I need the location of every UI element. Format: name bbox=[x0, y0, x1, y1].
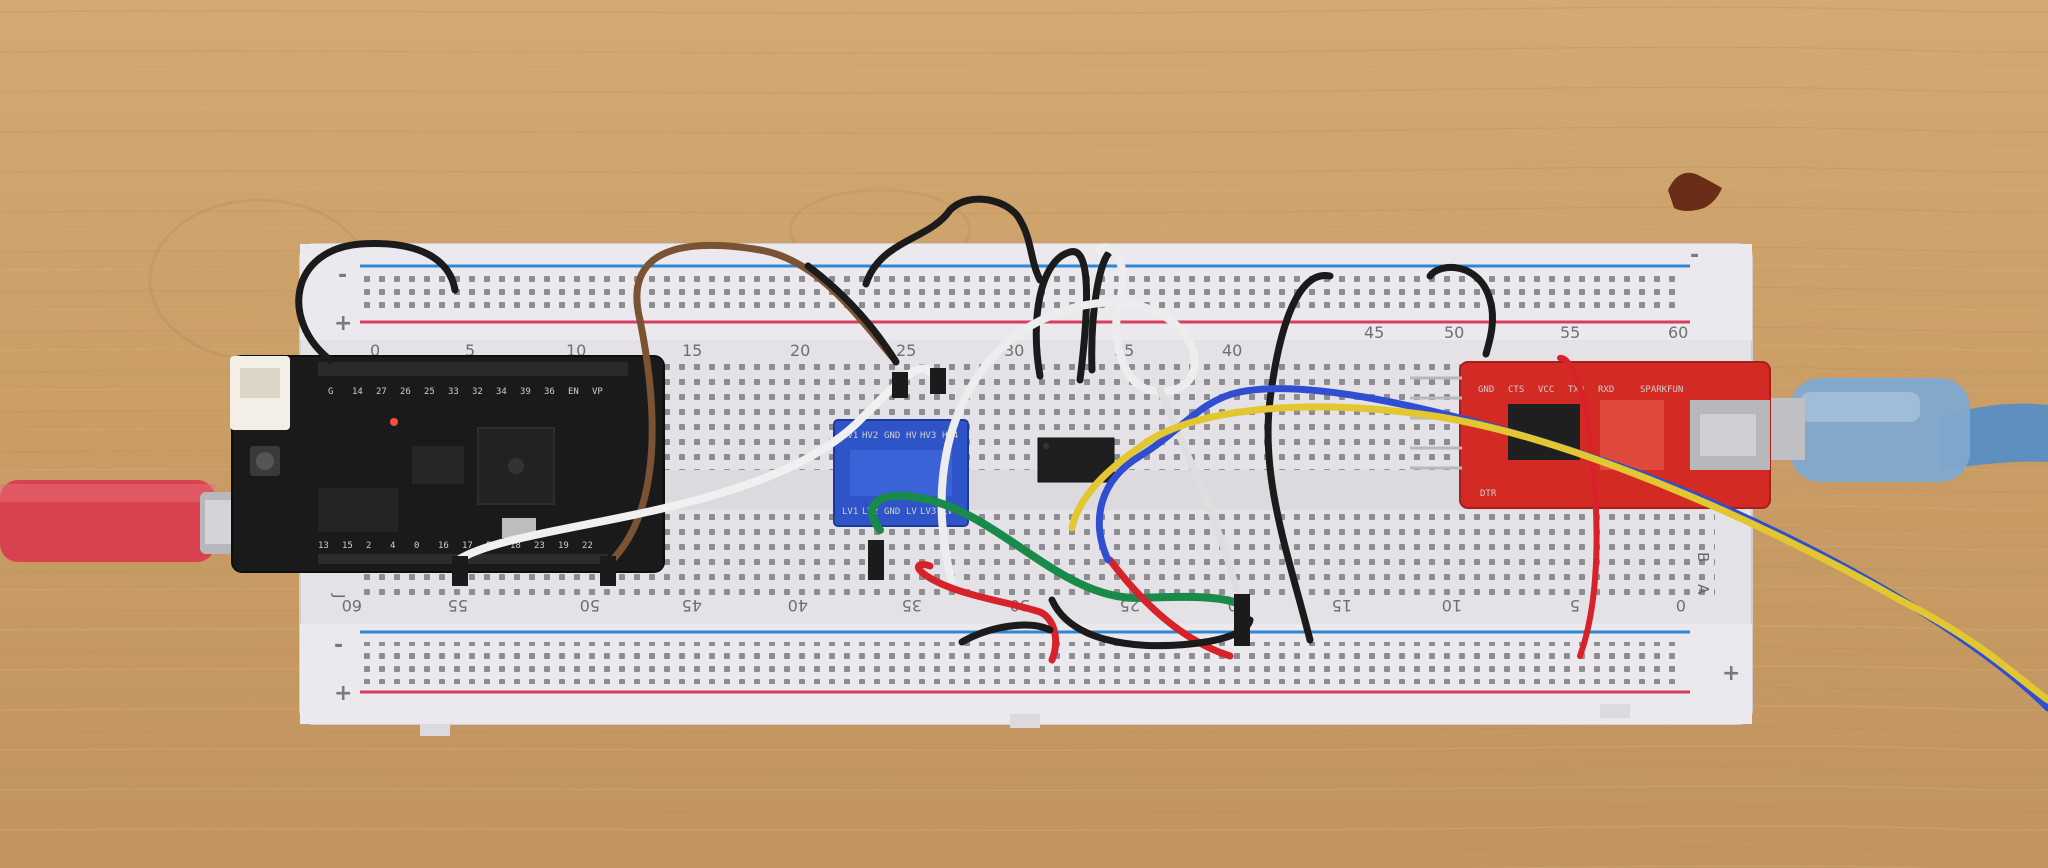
col-num-bottom: 55 bbox=[448, 596, 468, 615]
pin-label: 34 bbox=[496, 387, 507, 397]
ls-label-top: HV1 bbox=[842, 431, 858, 441]
rail-minus-sign-right: - bbox=[1690, 243, 1699, 268]
pin-label: 16 bbox=[438, 541, 449, 551]
rail-minus-sign-bottom: - bbox=[334, 633, 343, 658]
col-num-top: 20 bbox=[790, 341, 810, 360]
ftdi-label: TXD bbox=[1568, 385, 1584, 395]
wire-white bbox=[1156, 386, 1244, 608]
ftdi-label: DTR bbox=[1480, 489, 1497, 499]
row-letter: A bbox=[1694, 584, 1712, 595]
wire-black bbox=[862, 195, 1044, 288]
ls-label-top: GND bbox=[884, 431, 900, 441]
col-num-bottom: 45 bbox=[682, 596, 702, 615]
pin-label: 14 bbox=[352, 387, 363, 397]
pin-label: 27 bbox=[376, 387, 387, 397]
column-numbers-bottom: 60 55 50 45 40 35 30 25 20 15 10 5 0 bbox=[342, 596, 1686, 615]
ls-label-bottom: LV1 bbox=[842, 507, 858, 517]
wire-black bbox=[804, 262, 900, 366]
col-num-top: 45 bbox=[1364, 323, 1384, 342]
wire-yellow bbox=[1068, 403, 2048, 704]
pin-label: 36 bbox=[544, 387, 555, 397]
wire-black bbox=[1426, 263, 1496, 358]
pin-label: 25 bbox=[424, 387, 435, 397]
pin-label: 4 bbox=[390, 541, 395, 551]
ls-label-top: HV2 bbox=[862, 431, 878, 441]
wire-red bbox=[1106, 556, 1234, 660]
col-num-bottom: 0 bbox=[1676, 596, 1686, 615]
esp32-top-pin-labels: G 14 27 26 25 33 32 34 39 36 EN VP bbox=[328, 387, 603, 397]
wire-black bbox=[1088, 248, 1114, 374]
col-num-bottom: 50 bbox=[580, 596, 600, 615]
pin-label: EN bbox=[568, 387, 579, 397]
col-num-top: 5 bbox=[465, 341, 475, 360]
col-num-top: 55 bbox=[1560, 323, 1580, 342]
wire-red bbox=[915, 561, 1059, 664]
col-num-bottom: 5 bbox=[1570, 596, 1580, 615]
esp32-board: G 14 27 26 25 33 32 34 39 36 EN VP 13 15… bbox=[230, 355, 665, 573]
rail-plus-sign-top: + bbox=[334, 311, 352, 336]
pin-label: 39 bbox=[520, 387, 531, 397]
pin-label: 13 bbox=[318, 541, 329, 551]
pin-label: 32 bbox=[472, 387, 483, 397]
ls-label-bottom: LV4 bbox=[942, 507, 958, 517]
pin-label: 22 bbox=[582, 541, 593, 551]
ls-label-bottom: GND bbox=[884, 507, 900, 517]
col-num-bottom: 10 bbox=[1442, 596, 1462, 615]
col-num-top: 40 bbox=[1222, 341, 1242, 360]
ftdi-label: SPARKFUN bbox=[1640, 385, 1683, 395]
col-num-top: 0 bbox=[370, 341, 380, 360]
pin-label: 26 bbox=[400, 387, 411, 397]
ftdi-label: VCC bbox=[1538, 385, 1554, 395]
col-num-bottom: 60 bbox=[342, 596, 362, 615]
ls-label-top: HV3 bbox=[920, 431, 936, 441]
ls-label-bottom: LV3 bbox=[920, 507, 936, 517]
pin-label: 17 bbox=[462, 541, 473, 551]
ftdi-label: CTS bbox=[1508, 385, 1524, 395]
pin-label: 2 bbox=[366, 541, 371, 551]
col-num-bottom: 40 bbox=[788, 596, 808, 615]
ls-label-top: HV bbox=[906, 431, 917, 441]
rail-minus-sign-top: - bbox=[338, 263, 347, 288]
col-num-bottom: 35 bbox=[902, 596, 922, 615]
column-numbers-top: 0 5 10 15 20 25 30 35 40 45 50 55 60 bbox=[370, 323, 1688, 360]
wood-stain bbox=[1668, 172, 1722, 211]
ftdi-label: GND bbox=[1478, 385, 1494, 395]
ls-label-bottom: LV bbox=[906, 507, 917, 517]
col-num-bottom: 15 bbox=[1332, 596, 1352, 615]
rail-plus-sign-bottom: + bbox=[334, 681, 352, 706]
pin-label: 15 bbox=[342, 541, 353, 551]
col-num-top: 60 bbox=[1668, 323, 1688, 342]
rail-plus-sign-right: + bbox=[1722, 661, 1740, 686]
level-shifter-board: HV1 HV2 GND HV HV3 HV4 LV1 LV2 GND LV LV… bbox=[833, 419, 969, 527]
pin-label: 0 bbox=[414, 541, 419, 551]
col-num-top: 25 bbox=[896, 341, 916, 360]
pin-label: 23 bbox=[534, 541, 545, 551]
wire-white bbox=[454, 364, 934, 564]
wire-black bbox=[958, 621, 1054, 646]
wire-green bbox=[868, 491, 1244, 608]
usb-cable-left bbox=[0, 480, 270, 562]
col-num-top: 15 bbox=[682, 341, 702, 360]
row-letter: B bbox=[1694, 552, 1712, 562]
wire-white bbox=[937, 243, 1199, 586]
wire-red bbox=[1557, 355, 1600, 659]
row-letter: J bbox=[330, 593, 348, 598]
wire-black bbox=[295, 239, 459, 364]
pin-label: VP bbox=[592, 387, 603, 397]
jumper-wires bbox=[295, 195, 2048, 712]
ftdi-label: RXD bbox=[1598, 385, 1614, 395]
led-indicator bbox=[390, 418, 398, 426]
col-num-top: 50 bbox=[1444, 323, 1464, 342]
pin-label: 19 bbox=[558, 541, 569, 551]
pin-label: G bbox=[328, 387, 333, 397]
pin-label: 33 bbox=[448, 387, 459, 397]
pin-label: 18 bbox=[510, 541, 521, 551]
